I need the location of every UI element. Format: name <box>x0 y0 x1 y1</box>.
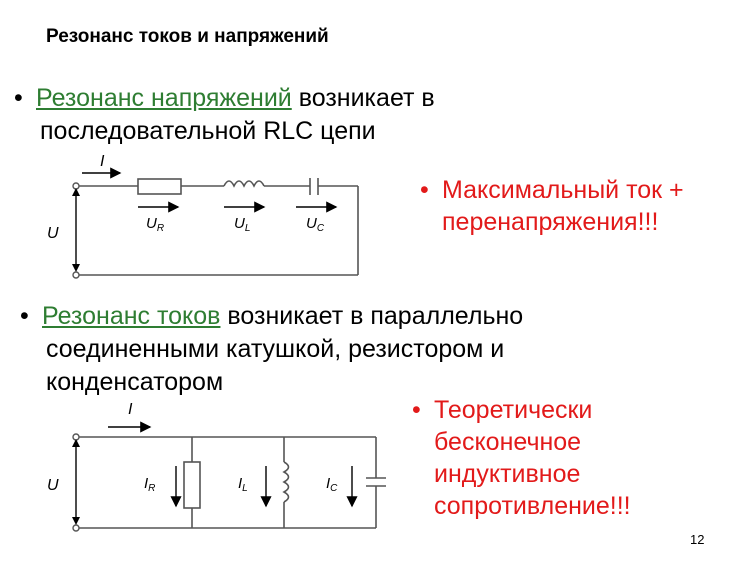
parallel-terminal-bottom <box>72 524 80 532</box>
note-2-line3: индуктивное <box>434 460 581 488</box>
bullet-dot: • <box>20 302 29 330</box>
note-1-line1: Максимальный ток + <box>442 176 684 204</box>
series-voltage-arrow-up <box>72 188 80 196</box>
bullet-2-line3: конденсатором <box>46 368 224 396</box>
bullet-dot: • <box>14 84 23 112</box>
parallel-ic-label: IC <box>326 475 338 494</box>
bullet-2-line2: соединенными катушкой, резистором и <box>46 335 505 363</box>
bullet-2-rest: возникает в параллельно <box>220 302 524 330</box>
parallel-resistor <box>183 461 201 509</box>
note-infinite-impedance: • Теоретически бесконечное индуктивное со… <box>412 394 631 522</box>
parallel-voltage-arrow-down <box>72 517 80 525</box>
parallel-inductor <box>282 461 290 503</box>
term-voltage-resonance: Резонанс напряжений <box>36 84 292 112</box>
series-ur-label: UR <box>146 215 164 234</box>
series-current-label: I <box>100 153 105 170</box>
series-uc-label: UC <box>306 215 325 234</box>
bullet-1-rest: возникает в <box>291 84 435 112</box>
note-dot: • <box>412 396 421 424</box>
note-dot: • <box>420 176 429 204</box>
series-voltage-label: U <box>47 225 59 242</box>
bullet-current-resonance: •Резонанс токов возникает в параллельно … <box>20 300 523 399</box>
parallel-voltage-arrow-up <box>72 439 80 447</box>
series-resistor <box>137 178 182 195</box>
note-max-current: • Максимальный ток + перенапряжения!!! <box>420 174 684 238</box>
term-current-resonance: Резонанс токов <box>42 302 221 330</box>
note-1-line2: перенапряжения!!! <box>442 208 659 236</box>
note-2-line4: сопротивление!!! <box>434 492 631 520</box>
page-number: 12 <box>690 532 705 547</box>
parallel-ir-label: IR <box>144 475 155 494</box>
slide-title: Резонанс токов и напряжений <box>46 26 329 47</box>
parallel-il-label: IL <box>238 475 248 494</box>
series-inductor <box>223 180 265 188</box>
parallel-voltage-label: U <box>47 477 59 494</box>
bullet-1-line2: последовательной RLC цепи <box>40 117 376 145</box>
bullet-voltage-resonance: • Резонанс напряжений возникает в последо… <box>14 82 435 148</box>
series-voltage-arrow-down <box>72 264 80 272</box>
series-ul-label: UL <box>234 215 250 234</box>
note-2-line2: бесконечное <box>434 428 582 456</box>
parallel-current-label: I <box>128 401 133 418</box>
series-terminal-bottom <box>72 271 80 279</box>
parallel-rlc-circuit-diagram <box>75 436 386 529</box>
note-2-line1: Теоретически <box>434 396 593 424</box>
